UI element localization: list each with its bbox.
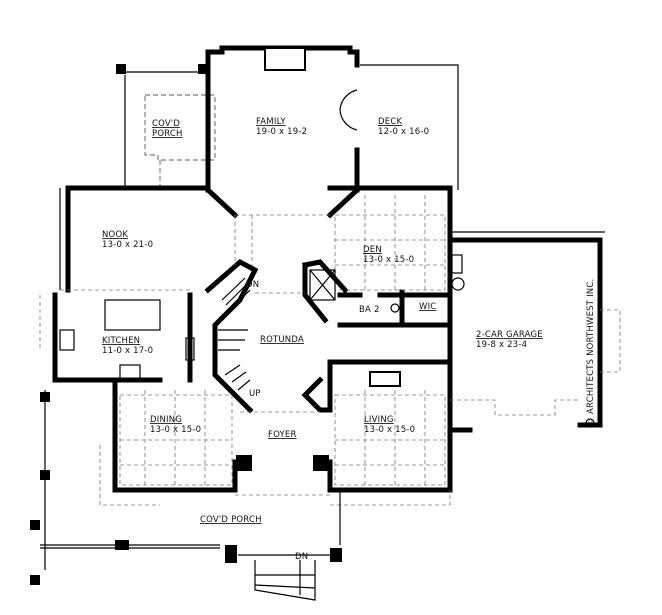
- room-label-ba2: BA 2: [359, 305, 380, 315]
- room-size-dining: 13-0 x 15-0: [150, 425, 201, 435]
- room-label-front-porch: COV'D PORCH: [200, 515, 262, 525]
- ceiling-grid: [39, 195, 621, 506]
- room-label-den: DEN: [363, 245, 382, 255]
- room-size-nook: 13-0 x 21-0: [102, 240, 153, 250]
- deck-outline: [360, 64, 459, 190]
- copyright-symbol: ©: [588, 419, 595, 425]
- room-size-living: 13-0 x 15-0: [364, 425, 415, 435]
- room-label-dining: DINING: [150, 415, 182, 425]
- room-size-garage: 19-8 x 23-4: [476, 340, 527, 350]
- room-label-rear-porch-2: PORCH: [152, 129, 183, 139]
- room-label-nook: NOOK: [102, 230, 128, 240]
- room-size-kitchen: 11-0 x 17-0: [102, 346, 153, 356]
- stairs: [218, 277, 251, 391]
- room-label-family: FAMILY: [256, 117, 286, 127]
- den-fixtures: [309, 254, 465, 313]
- room-label-kitchen: KITCHEN: [102, 336, 140, 346]
- family-walls: [205, 45, 360, 193]
- room-label-rotunda: ROTUNDA: [260, 335, 304, 345]
- rear-porch: [116, 64, 216, 188]
- room-label-deck: DECK: [378, 117, 402, 127]
- front-porch: [30, 390, 342, 601]
- room-label-wic: WIC: [419, 302, 436, 312]
- room-size-family: 19-0 x 19-2: [256, 127, 307, 137]
- room-label-living: LIVING: [364, 415, 394, 425]
- porch-steps-down-label: DN: [295, 552, 308, 562]
- interior-walls: [187, 258, 453, 414]
- exterior-walls: [52, 185, 605, 493]
- stairs-down-label: DN: [246, 280, 259, 290]
- copyright-text: ARCHITECTS NORTHWEST INC.: [586, 279, 596, 414]
- stairs-up-label: UP: [249, 389, 261, 399]
- copyright-notice: © ARCHITECTS NORTHWEST INC.: [585, 279, 596, 428]
- room-label-foyer: FOYER: [268, 430, 297, 440]
- room-label-rear-porch: COV'D: [152, 119, 180, 129]
- room-size-den: 13-0 x 15-0: [363, 255, 414, 265]
- room-label-garage: 2-CAR GARAGE: [476, 330, 543, 340]
- kitchen-fixtures: [59, 299, 195, 380]
- room-size-deck: 12-0 x 16-0: [378, 127, 429, 137]
